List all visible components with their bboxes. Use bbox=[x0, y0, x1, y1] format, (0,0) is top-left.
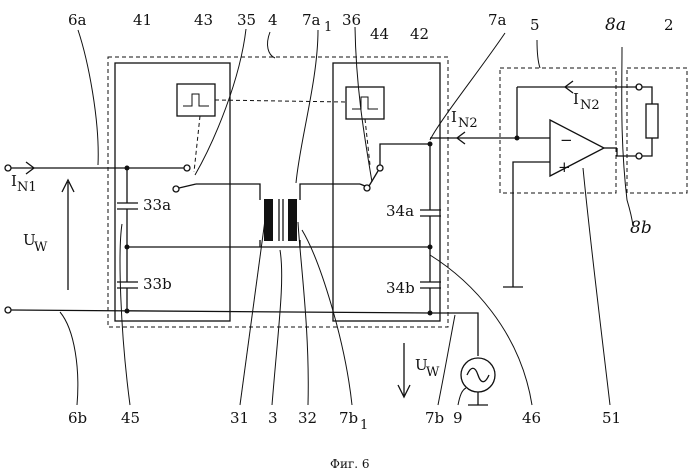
label-41: 41 bbox=[133, 11, 152, 29]
pulse-icon-43 bbox=[183, 94, 209, 106]
load-resistor bbox=[646, 104, 658, 138]
label-34a: 34a bbox=[386, 202, 414, 220]
switch-35-pivot bbox=[173, 186, 179, 192]
label-31: 31 bbox=[230, 409, 249, 427]
label-32: 32 bbox=[298, 409, 317, 427]
label-9: 9 bbox=[453, 409, 463, 427]
label-6a: 6a bbox=[68, 11, 87, 29]
label-UW-left-sub: W bbox=[34, 240, 48, 255]
label-IN2-b-sub: N2 bbox=[580, 98, 600, 113]
label-33a: 33a bbox=[143, 196, 171, 214]
sync-link bbox=[215, 100, 346, 102]
timer-box-43 bbox=[177, 84, 215, 116]
label-7a1-sub: 1 bbox=[324, 20, 332, 35]
timer-box-44 bbox=[346, 87, 384, 119]
label-2: 2 bbox=[664, 16, 674, 34]
label-51: 51 bbox=[602, 409, 621, 427]
terminal-6b bbox=[5, 307, 11, 313]
label-6b: 6b bbox=[68, 409, 87, 427]
label-43: 43 bbox=[194, 11, 213, 29]
label-IN1-sub: N1 bbox=[17, 180, 37, 195]
label-IN2-b: I bbox=[573, 90, 579, 108]
label-4: 4 bbox=[268, 11, 278, 29]
switch-36-contact bbox=[377, 165, 383, 171]
label-7b1: 7b bbox=[339, 409, 358, 427]
label-7a: 7a bbox=[488, 11, 507, 29]
label-5: 5 bbox=[530, 16, 540, 34]
winding-31 bbox=[264, 199, 273, 241]
label-UW-bottom-sub: W bbox=[426, 365, 440, 380]
label-7a1: 7a bbox=[302, 11, 321, 29]
switch-35-blade bbox=[179, 184, 196, 188]
label-IN2-a-sub: N2 bbox=[458, 116, 478, 131]
figure-caption: Фиг. 6 bbox=[330, 457, 370, 471]
label-45: 45 bbox=[121, 409, 140, 427]
label-34b: 34b bbox=[386, 279, 415, 297]
switch-35-control bbox=[194, 116, 200, 172]
label-33b: 33b bbox=[143, 275, 172, 293]
terminal-6a bbox=[5, 165, 11, 171]
label-44: 44 bbox=[370, 25, 389, 43]
label-42: 42 bbox=[410, 25, 429, 43]
label-7b: 7b bbox=[425, 409, 444, 427]
wire-6b bbox=[11, 310, 430, 313]
label-35: 35 bbox=[237, 11, 256, 29]
label-IN2-a: I bbox=[451, 108, 457, 126]
winding-32 bbox=[288, 199, 297, 241]
label-3: 3 bbox=[268, 409, 278, 427]
label-minus: − bbox=[560, 131, 573, 149]
label-8a: 8a bbox=[605, 15, 626, 35]
label-plus: + bbox=[558, 158, 571, 176]
label-8b: 8b bbox=[630, 218, 652, 238]
label-46: 46 bbox=[522, 409, 541, 427]
label-7b1-sub: 1 bbox=[360, 418, 368, 433]
label-36: 36 bbox=[342, 11, 361, 29]
terminal-8b bbox=[636, 153, 642, 159]
switch-35-contact bbox=[184, 165, 190, 171]
pulse-icon-44 bbox=[352, 97, 378, 109]
sine-icon bbox=[467, 368, 489, 382]
